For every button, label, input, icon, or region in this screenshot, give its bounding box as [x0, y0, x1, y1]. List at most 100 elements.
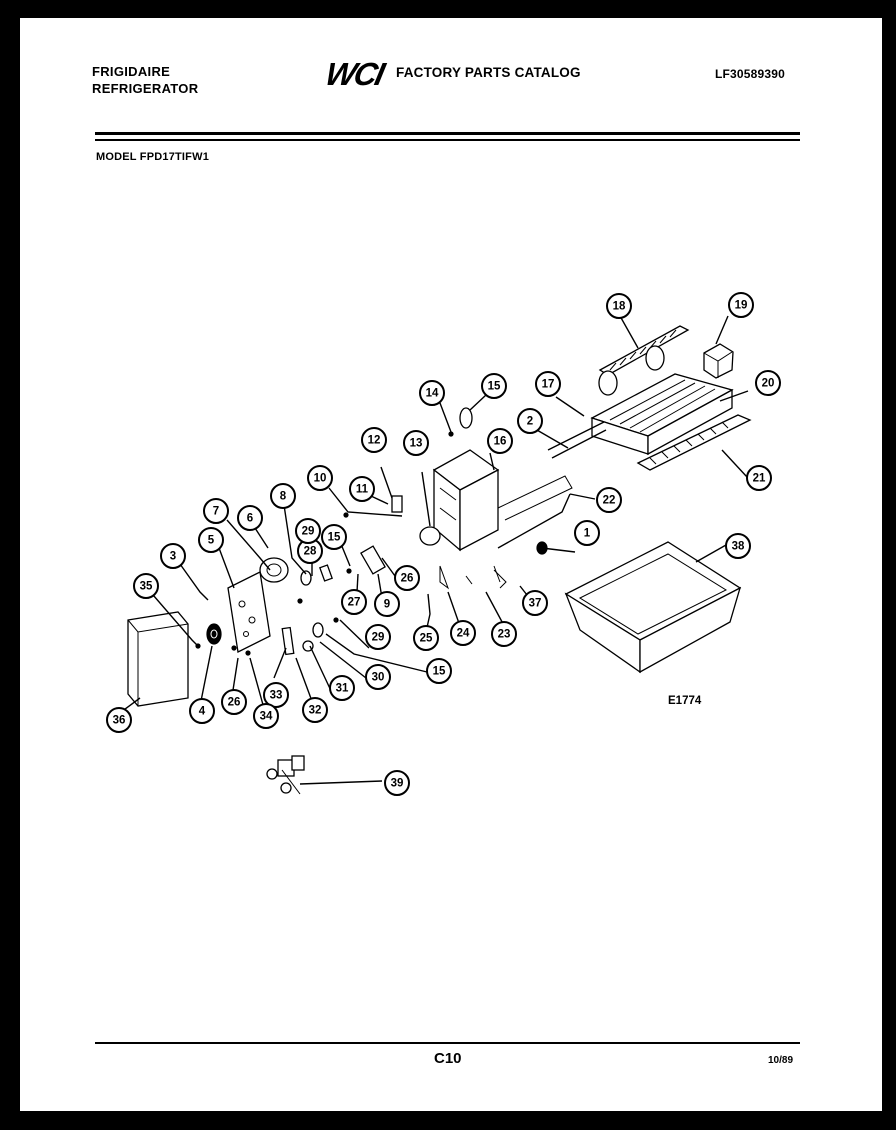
- callout-38: 38: [725, 533, 751, 559]
- callout-number: 6: [247, 513, 253, 525]
- callout-number: 20: [762, 378, 775, 390]
- callout-11: 11: [349, 476, 375, 502]
- callout-9: 9: [374, 591, 400, 617]
- callout-circle: [394, 565, 420, 591]
- callout-circle: [189, 698, 215, 724]
- callout-circle: [198, 527, 224, 553]
- callout-number: 5: [208, 535, 215, 547]
- model-label: MODEL FPD17TIFW1: [96, 151, 210, 163]
- water-fill-cup: [703, 343, 734, 379]
- product-type: REFRIGERATOR: [92, 81, 199, 96]
- stripper: [636, 414, 752, 471]
- callout-circle: [106, 707, 132, 733]
- callout-21: 21: [746, 465, 772, 491]
- callout-number: 7: [213, 506, 219, 518]
- callout-number: 34: [260, 711, 273, 723]
- callout-number: 24: [457, 628, 470, 640]
- callout-circle: [263, 682, 289, 708]
- figure-code: E1774: [668, 695, 702, 707]
- callout-circle: [302, 697, 328, 723]
- callout-31: 31: [329, 675, 355, 701]
- brand-name: FRIGIDAIRE: [92, 64, 171, 79]
- small-hardware: [195, 407, 548, 656]
- callout-circle: [728, 292, 754, 318]
- callout-circle: [481, 373, 507, 399]
- callout-circle: [361, 427, 387, 453]
- control-housing: [432, 449, 500, 552]
- callout-circle: [574, 520, 600, 546]
- callout-number: 23: [498, 629, 511, 641]
- callout-32: 32: [302, 697, 328, 723]
- callout-34: 34: [253, 703, 279, 729]
- callout-39: 39: [384, 770, 410, 796]
- callout-circle: [419, 380, 445, 406]
- header-rule: [95, 132, 800, 135]
- callout-17: 17: [535, 371, 561, 397]
- shut-off-arm: [497, 475, 573, 549]
- gear: [206, 623, 222, 645]
- callout-13: 13: [403, 430, 429, 456]
- callout-number: 25: [420, 633, 433, 645]
- ejector-blades: [598, 325, 690, 396]
- callout-5: 5: [198, 527, 224, 553]
- callout-number: 21: [753, 473, 766, 485]
- callout-23: 23: [491, 621, 517, 647]
- callout-2: 2: [517, 408, 543, 434]
- catalog-title: FACTORY PARTS CATALOG: [396, 65, 581, 80]
- callout-number: 31: [336, 683, 349, 695]
- water-valve-assembly: [266, 755, 305, 795]
- callout-circle: [365, 664, 391, 690]
- callout-number: 26: [228, 697, 241, 709]
- callout-7: 7: [203, 498, 229, 524]
- callout-30: 30: [365, 664, 391, 690]
- callout-circle: [522, 590, 548, 616]
- ice-bin: [564, 541, 742, 674]
- callout-circle: [426, 658, 452, 684]
- callout-number: 38: [732, 541, 745, 553]
- callout-16: 16: [487, 428, 513, 454]
- callout-14: 14: [419, 380, 445, 406]
- callout-circle: [755, 370, 781, 396]
- exploded-parts-diagram: 1234567891011121314151515161718192021222…: [106, 292, 781, 796]
- heater-rod: [547, 421, 607, 459]
- callout-circle: [535, 371, 561, 397]
- callout-circle: [253, 703, 279, 729]
- callout-circle: [365, 624, 391, 650]
- callout-circle: [596, 487, 622, 513]
- callout-number: 29: [372, 632, 385, 644]
- callout-number: 26: [401, 573, 414, 585]
- callout-37: 37: [522, 590, 548, 616]
- callout-18: 18: [606, 293, 632, 319]
- callout-circle: [725, 533, 751, 559]
- page-number: C10: [434, 1050, 462, 1067]
- callout-number: 1: [584, 528, 591, 540]
- callout-circle: [374, 591, 400, 617]
- callout-number: 8: [280, 491, 287, 503]
- callout-circle: [237, 505, 263, 531]
- callout-number: 16: [494, 436, 507, 448]
- callout-circle: [384, 770, 410, 796]
- callout-15: 15: [321, 524, 347, 550]
- callout-circle: [413, 625, 439, 651]
- callout-circle: [606, 293, 632, 319]
- callout-number: 30: [372, 672, 385, 684]
- callout-number: 14: [426, 388, 439, 400]
- catalog-number: LF30589390: [715, 67, 786, 81]
- header-rule-thin: [95, 139, 800, 141]
- ice-tray-mold: [590, 373, 734, 456]
- callout-number: 32: [309, 705, 322, 717]
- callout-number: 37: [529, 598, 542, 610]
- callout-number: 2: [527, 416, 533, 428]
- motor: [259, 557, 289, 583]
- footer-rule: [95, 1042, 800, 1044]
- callout-number: 4: [199, 706, 206, 718]
- callout-number: 9: [384, 599, 390, 611]
- callout-number: 36: [113, 715, 126, 727]
- callout-circle: [491, 621, 517, 647]
- date-code: 10/89: [768, 1055, 794, 1066]
- callout-number: 33: [270, 690, 283, 702]
- callout-15: 15: [481, 373, 507, 399]
- callout-number: 35: [140, 581, 153, 593]
- callout-number: 29: [302, 526, 315, 538]
- callout-circle: [487, 428, 513, 454]
